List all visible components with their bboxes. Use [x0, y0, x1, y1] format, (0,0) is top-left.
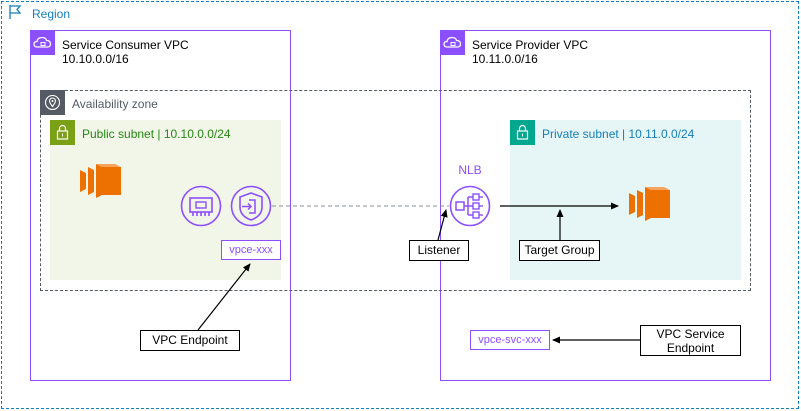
region-label: Region: [32, 7, 71, 21]
listener-callout: Listener: [409, 240, 469, 261]
vpce-label: vpce-xxx: [221, 240, 281, 260]
listener-arrow: [437, 209, 448, 241]
vpce-svc-label: vpce-svc-xxx: [470, 330, 550, 350]
vpc-service-endpoint-callout: VPC Service Endpoint: [640, 325, 741, 356]
consumer-vpc-title: Service Consumer VPC: [62, 38, 189, 52]
vpc-endpoint-callout: VPC Endpoint: [140, 330, 240, 351]
load-balancer-icon: [449, 185, 491, 227]
ec2-instance-icon: [80, 164, 121, 198]
target-group-callout: Target Group: [519, 240, 600, 261]
vpc-endpoint-arrow: [197, 263, 251, 331]
region-flag-icon: [9, 5, 22, 19]
vpc-service-endpoint-line1: VPC Service: [656, 327, 725, 341]
private-subnet-label: Private subnet | 10.11.0.0/24: [542, 127, 695, 141]
vpc-cloud-icon: [440, 30, 465, 55]
private-subnet-lock-icon: [510, 120, 535, 145]
network-interface-icon: [180, 185, 222, 227]
provider-vpc-cidr: 10.11.0.0/16: [472, 52, 538, 66]
nlb-label: NLB: [458, 163, 482, 177]
public-subnet-label: Public subnet | 10.10.0.0/24: [82, 127, 231, 141]
vpc-service-endpoint-line2: Endpoint: [666, 341, 715, 355]
consumer-vpc-boundary: [30, 30, 291, 381]
consumer-vpc-cidr: 10.10.0.0/16: [62, 52, 129, 66]
public-subnet-lock-icon: [50, 120, 75, 145]
provider-vpc-title: Service Provider VPC: [472, 38, 589, 52]
availability-zone-label: Availability zone: [72, 97, 158, 111]
vpc-endpoint-icon: [230, 185, 272, 227]
vpc-cloud-icon: [30, 30, 55, 55]
availability-zone-boundary: [40, 90, 751, 291]
ec2-instance-icon: [629, 187, 670, 221]
az-location-icon: [40, 90, 65, 115]
